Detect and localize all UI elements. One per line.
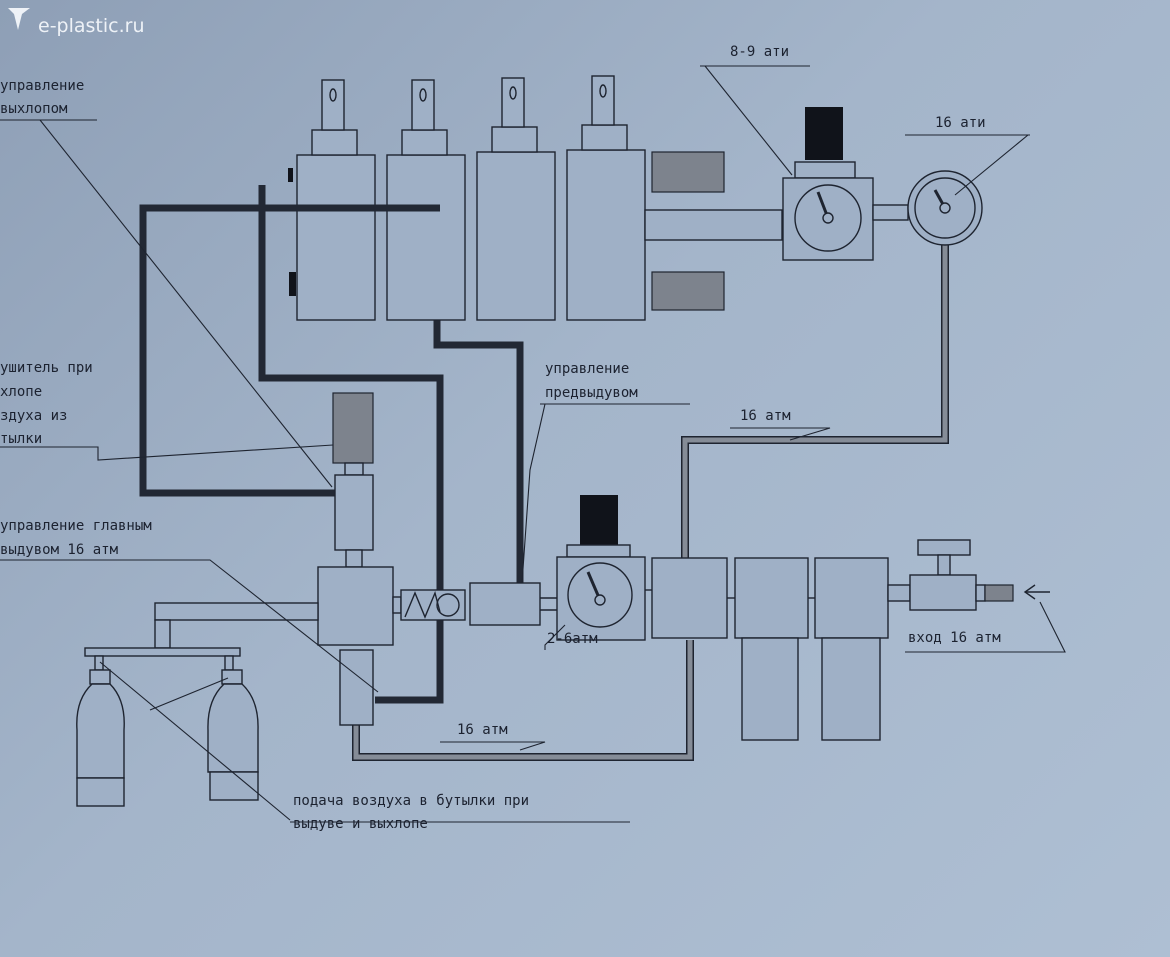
bottle-manifold	[76, 602, 319, 807]
connector	[872, 204, 909, 221]
label-muffler-2: хлопе	[0, 384, 42, 400]
label-muffler-1: ушитель при	[0, 360, 93, 376]
solenoid-icon	[805, 107, 843, 160]
gauge-icon	[567, 562, 633, 628]
cylinder-1	[296, 79, 376, 321]
distributor-block	[651, 557, 728, 639]
muffler	[332, 392, 374, 464]
label-preblow-2: предвыдувом	[545, 385, 638, 401]
label-exhaust-control-1: управление	[0, 78, 84, 94]
exhaust-valve	[334, 474, 374, 551]
label-16-atm-lower: 16 атм	[457, 722, 508, 738]
label-main-blow-1: управление главным	[0, 518, 152, 534]
filter-1	[734, 557, 809, 639]
label-16-atm-upper: 16 атм	[740, 408, 791, 424]
valve-block-cylinders	[288, 75, 646, 321]
label-muffler-4: тылки	[0, 431, 42, 447]
main-block	[317, 566, 394, 646]
filter-2	[814, 557, 889, 639]
label-exhaust-control-2: выхлопом	[0, 101, 68, 117]
preblow-valve	[469, 582, 541, 626]
main-blow-valve	[339, 649, 374, 726]
solenoid-icon	[580, 495, 618, 545]
bottle-1	[76, 669, 125, 807]
label-air-supply-2: выдуве и выхлопе	[293, 816, 428, 832]
gray-block-bottom	[651, 271, 725, 311]
label-main-blow-2: выдувом 16 атм	[0, 542, 119, 558]
cylinder-4	[566, 75, 646, 321]
check-valve	[400, 589, 466, 621]
label-muffler-3: здуха из	[0, 408, 67, 424]
regulator-2-6	[556, 495, 646, 641]
regulator-8-9	[782, 107, 874, 261]
leader-lines	[0, 65, 1066, 823]
inlet-valve	[909, 539, 1014, 611]
label-preblow-1: управление	[545, 361, 629, 377]
labels: управление выхлопом ушитель при хлопе зд…	[0, 44, 1001, 832]
inlet-arrow-icon	[1023, 584, 1050, 600]
logo: e-plastic.ru	[8, 8, 145, 37]
label-inlet: вход 16 атм	[908, 630, 1001, 646]
label-2-6-atm: 2-6атм	[547, 631, 598, 647]
cylinder-3	[476, 77, 556, 321]
cylinder-2	[386, 79, 466, 321]
main-blow-control-line	[258, 185, 444, 704]
label-8-9-ati: 8-9 ати	[730, 44, 789, 60]
gauge-16-ati	[907, 170, 983, 246]
bottle-2	[207, 669, 259, 801]
label-16-ati: 16 ати	[935, 115, 986, 131]
preblow-control-line	[433, 275, 524, 583]
label-air-supply-1: подача воздуха в бутылки при	[293, 793, 529, 809]
logo-text: e-plastic.ru	[38, 15, 145, 37]
gray-block-top	[651, 151, 725, 193]
logo-icon	[8, 8, 30, 30]
gauge-icon	[794, 184, 862, 252]
shaft	[644, 209, 783, 241]
